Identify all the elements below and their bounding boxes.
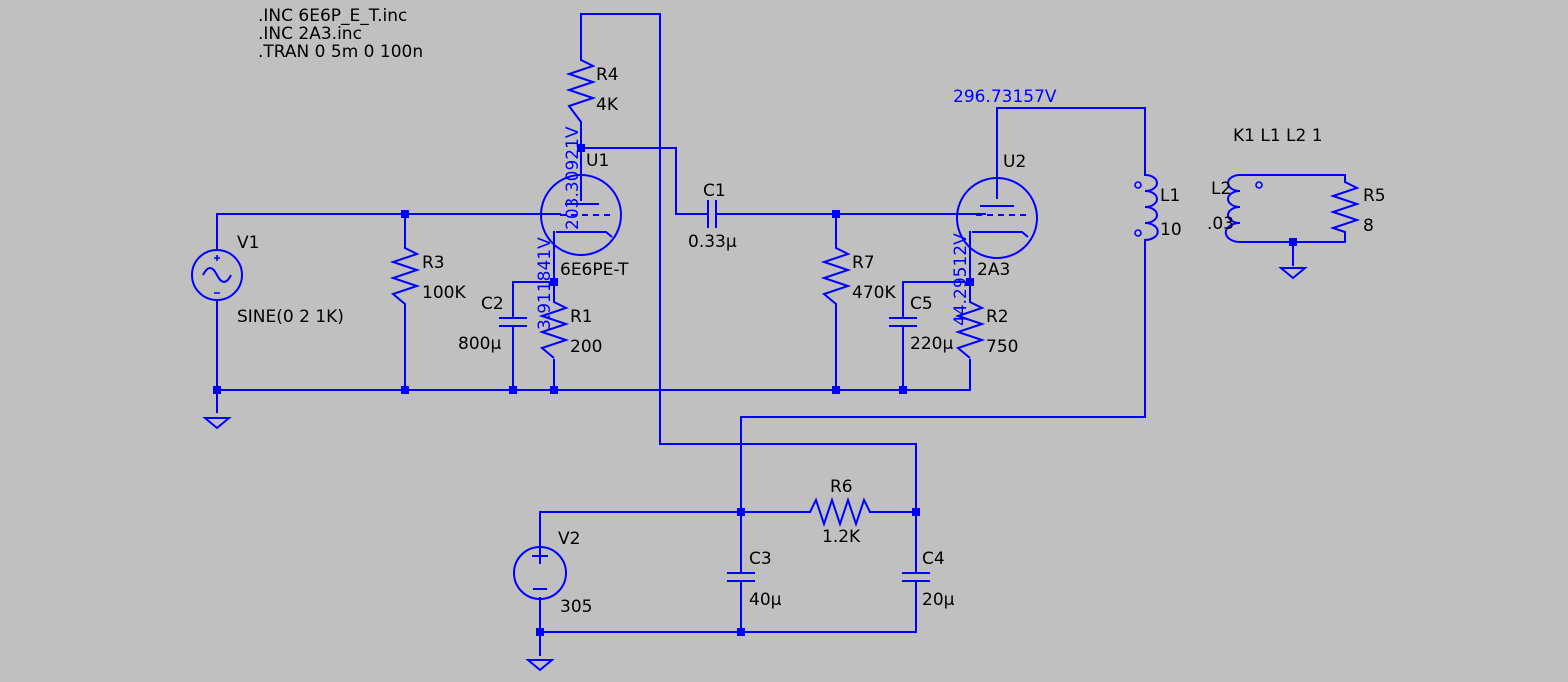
c2-capacitor-symbol[interactable] — [499, 317, 527, 327]
junction-dot — [536, 628, 544, 636]
c2-name: C2 — [481, 294, 504, 314]
u1-cathode-wire — [512, 231, 555, 391]
junction-dot — [577, 144, 585, 152]
u1-plate-voltage: 203.30921V — [563, 126, 583, 230]
l1-value: 10 — [1160, 220, 1182, 240]
l1-name: L1 — [1160, 186, 1180, 206]
v1-value: SINE(0 2 1K) — [237, 307, 344, 327]
r4-value: 4K — [596, 95, 619, 115]
c5-value: 220µ — [910, 334, 953, 354]
junction-dot — [1289, 238, 1297, 246]
u1-model: 6E6PE-T — [560, 260, 629, 280]
junction-dot — [832, 210, 840, 218]
c4-value: 20µ — [922, 590, 955, 610]
c5-name: C5 — [910, 294, 933, 314]
r5-value: 8 — [1363, 216, 1374, 236]
directive-include-6e6p: .INC 6E6P_E_T.inc — [258, 6, 407, 26]
junction-dot — [550, 386, 558, 394]
supply-filter-wire — [539, 511, 917, 656]
c1-value: 0.33µ — [688, 232, 737, 252]
u2-cathode-voltage: 44.29512V — [951, 233, 971, 326]
v1-name: V1 — [237, 233, 259, 253]
r5-name: R5 — [1363, 186, 1386, 206]
r2-value: 750 — [986, 337, 1018, 357]
u2-triode-symbol[interactable] — [956, 177, 1038, 259]
l1-inductor-symbol[interactable] — [1134, 174, 1159, 241]
node-voltage-labels: 203.30921V 3.911841V 44.29512V 296.73157… — [535, 87, 1057, 330]
c1-capacitor-symbol[interactable] — [707, 200, 717, 228]
l2-value: .03 — [1207, 214, 1234, 234]
spice-directives: .INC 6E6P_E_T.inc .INC 2A3.inc .TRAN 0 5… — [258, 6, 1323, 146]
v2-value: 305 — [560, 597, 592, 617]
directive-transient: .TRAN 0 5m 0 100n — [258, 42, 423, 62]
ground-symbol-v1 — [202, 417, 232, 430]
junction-dot — [509, 386, 517, 394]
component-labels: V1 SINE(0 2 1K) R3 100K C2 800µ R1 200 R… — [237, 65, 1386, 617]
r5-resistor-symbol[interactable] — [1329, 181, 1361, 233]
junction-dot — [912, 508, 920, 516]
r1-resistor-symbol[interactable] — [538, 301, 570, 359]
junction-dot — [213, 386, 221, 394]
r1-name: R1 — [570, 307, 593, 327]
r7-resistor-symbol[interactable] — [820, 247, 852, 305]
r6-name: R6 — [830, 477, 853, 497]
r2-name: R2 — [986, 307, 1009, 327]
junction-dot — [737, 508, 745, 516]
junction-dot — [737, 628, 745, 636]
junction-dot — [401, 210, 409, 218]
u1-cathode-voltage: 3.911841V — [535, 237, 555, 330]
c3-value: 40µ — [749, 590, 782, 610]
wires — [216, 13, 1346, 656]
c3-name: C3 — [749, 549, 772, 569]
u1-triode-symbol[interactable] — [540, 174, 622, 256]
coupling-wire — [580, 147, 837, 215]
ground-symbol-secondary — [1278, 267, 1308, 280]
u2-plate-voltage: 296.73157V — [953, 87, 1057, 107]
junction-dot — [832, 386, 840, 394]
u2-grid-wire — [835, 213, 986, 391]
c4-capacitor-symbol[interactable] — [902, 572, 930, 582]
directive-coupling: K1 L1 L2 1 — [1233, 126, 1323, 146]
r2-resistor-symbol[interactable] — [954, 301, 986, 359]
r6-value: 1.2K — [822, 527, 861, 547]
l2-inductor-symbol[interactable] — [1224, 174, 1263, 243]
u2-name: U2 — [1003, 152, 1026, 172]
junction-dot — [966, 278, 974, 286]
junction-dot — [550, 278, 558, 286]
junction-dot — [899, 386, 907, 394]
c2-value: 800µ — [458, 334, 501, 354]
v2-source-symbol[interactable] — [513, 546, 567, 600]
r4-name: R4 — [596, 65, 619, 85]
c3-capacitor-symbol[interactable] — [727, 572, 755, 582]
r7-name: R7 — [852, 253, 875, 273]
r7-value: 470K — [852, 283, 896, 303]
v2-name: V2 — [558, 529, 580, 549]
v1-source-symbol[interactable] — [191, 249, 243, 301]
c4-name: C4 — [922, 549, 945, 569]
r6-resistor-symbol[interactable] — [809, 496, 880, 528]
u2-model: 2A3 — [977, 260, 1010, 280]
u1-name: U1 — [586, 151, 609, 171]
u2-plate-output-wire — [740, 107, 1146, 513]
u2-cathode-wire — [902, 231, 971, 391]
secondary-wire — [1239, 174, 1346, 266]
r3-name: R3 — [422, 253, 445, 273]
l2-name: L2 — [1211, 179, 1231, 199]
directive-include-2a3: .INC 2A3.inc — [258, 24, 362, 44]
r3-value: 100K — [422, 283, 466, 303]
r4-resistor-symbol[interactable] — [565, 59, 597, 123]
c1-name: C1 — [703, 181, 726, 201]
junction-dot — [401, 386, 409, 394]
junctions — [213, 144, 1297, 636]
r3-resistor-symbol[interactable] — [389, 247, 421, 305]
ground-symbol-v2 — [525, 659, 555, 672]
c5-capacitor-symbol[interactable] — [889, 317, 917, 327]
r1-value: 200 — [570, 337, 602, 357]
